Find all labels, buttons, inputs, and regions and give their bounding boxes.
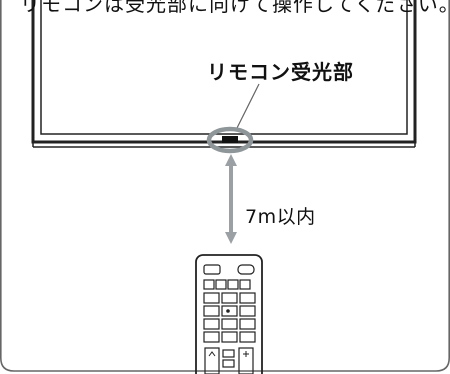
ir-sensor-icon: [206, 126, 254, 154]
double-arrow-icon: [225, 154, 237, 244]
top-caption: リモコンは受光部に向けて操作してください。: [20, 0, 450, 16]
remote-control-icon: [195, 254, 263, 374]
sensor-label: リモコン受光部: [207, 60, 354, 84]
distance-label: 7m以内: [245, 206, 316, 228]
sensor-leader-line: [235, 83, 260, 131]
